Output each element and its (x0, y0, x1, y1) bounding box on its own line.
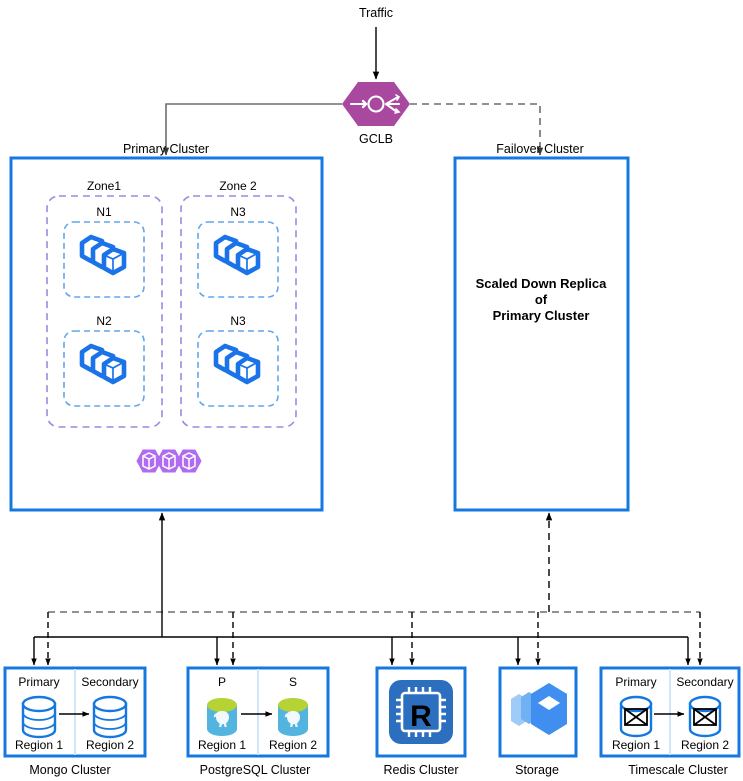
failover-body-line-1: Scaled Down Replica (476, 276, 608, 291)
load-balancer-icon (342, 82, 410, 126)
storage-caption: Storage (515, 763, 559, 777)
mongo-right-role: Secondary (81, 675, 138, 689)
gclb-to-primary-connector (162, 103, 342, 156)
zone-1-node-2-box (63, 330, 145, 407)
primary-cluster-label: Primary Cluster (123, 142, 209, 156)
mongo-left-region: Region 1 (15, 738, 63, 752)
redis-cluster-caption: Redis Cluster (383, 763, 458, 777)
failover-body-line-3: Primary Cluster (493, 308, 590, 323)
timescale-right-role: Secondary (676, 675, 733, 689)
redis-chip-icon: R (389, 680, 453, 744)
zone-2-label: Zone 2 (219, 179, 257, 193)
postgres-right-region: Region 2 (269, 738, 317, 752)
failover-body-line-2: of (535, 292, 548, 307)
failover-cluster-label: Failover Cluster (496, 142, 584, 156)
mongo-right-region: Region 2 (86, 738, 134, 752)
kubernetes-cluster-hexagons-icon (136, 449, 202, 473)
mongo-left-role: Primary (18, 675, 59, 689)
zone-2-node-1-box (197, 221, 279, 298)
postgres-left-region: Region 1 (198, 738, 246, 752)
failover-cluster-box (453, 156, 630, 512)
zone-1-label: Zone1 (87, 179, 121, 193)
datastore-arrows (31, 612, 703, 666)
zone-2-node-2-label: N3 (230, 314, 246, 328)
zone-1-node-1-label: N1 (96, 205, 112, 219)
datastore-storage: Storage (498, 666, 578, 777)
gclb-label: GCLB (359, 132, 393, 146)
timescale-left-role: Primary (615, 675, 656, 689)
mongo-cluster-caption: Mongo Cluster (29, 763, 110, 777)
timescale-cluster-caption: Timescale Cluster (628, 763, 728, 777)
zone-1-node-2-label: N2 (96, 314, 112, 328)
postgres-right-role: S (289, 675, 297, 689)
timescale-db-icon (688, 695, 722, 738)
datastore-mongo-cluster: Primary Secondary Region 1 Region 2 Mong… (3, 666, 147, 777)
svg-text:R: R (410, 700, 432, 733)
mongo-db-icon (21, 695, 57, 739)
postgresql-elephant-icon (277, 697, 309, 737)
postgres-cluster-caption: PostgreSQL Cluster (200, 763, 311, 777)
timescale-db-icon (619, 695, 653, 738)
gclb-node: GCLB (342, 82, 410, 146)
timescale-right-region: Region 2 (681, 738, 729, 752)
postgres-left-role: P (218, 675, 226, 689)
datastore-timescale-cluster: Primary Secondary Region 1 Region 2 Time… (599, 666, 741, 777)
zone-2-node-1-label: N3 (230, 205, 246, 219)
datastore-postgresql-cluster: P S Region 1 Region 2 PostgreSQL Cluster (186, 666, 330, 777)
datastore-redis-cluster: R Redis Cluster (375, 666, 467, 777)
zone-1-node-1-box (63, 221, 145, 298)
storage-boxes-icon (511, 683, 567, 735)
zone-2-node-2-box (197, 330, 279, 407)
traffic-label: Traffic (359, 6, 393, 20)
postgresql-elephant-icon (206, 697, 238, 737)
mongo-db-icon (92, 695, 128, 739)
timescale-left-region: Region 1 (612, 738, 660, 752)
